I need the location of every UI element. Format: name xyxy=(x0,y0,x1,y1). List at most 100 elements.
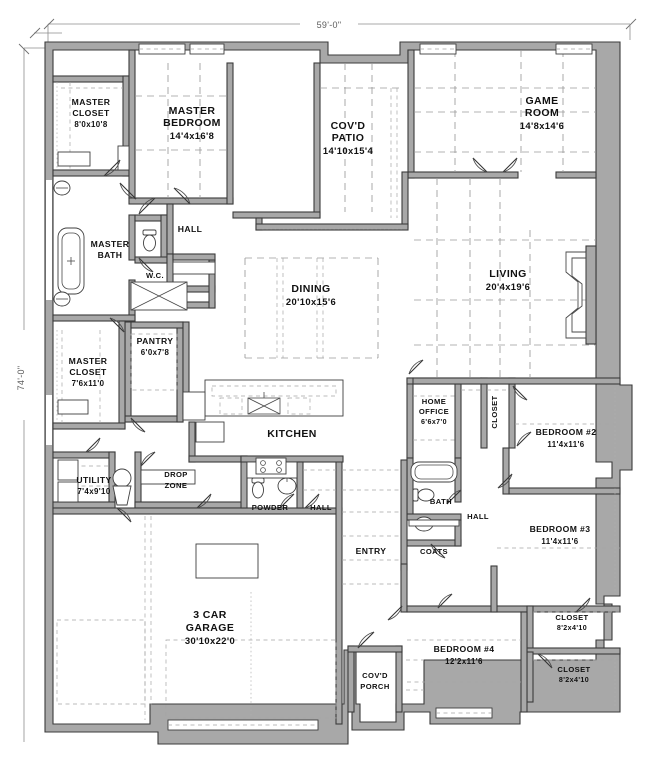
windows xyxy=(56,43,593,731)
label-closet-bed4: CLOSET 8'2x4'10 xyxy=(557,665,590,684)
svg-text:DROP: DROP xyxy=(164,470,188,479)
svg-text:8'0x10'8: 8'0x10'8 xyxy=(74,120,107,129)
svg-text:7'4x9'10: 7'4x9'10 xyxy=(77,487,110,496)
svg-text:14'10x15'4: 14'10x15'4 xyxy=(323,145,374,156)
label-covd-porch: COV'D PORCH xyxy=(360,671,389,691)
dimension-top: 59'-0" xyxy=(43,18,637,48)
label-master-bath: MASTER BATH xyxy=(91,239,130,260)
svg-text:ROOM: ROOM xyxy=(525,107,559,119)
svg-text:ZONE: ZONE xyxy=(165,481,188,490)
toilet-powder xyxy=(251,477,265,499)
window-bedroom-4 xyxy=(435,707,493,719)
svg-text:BEDROOM: BEDROOM xyxy=(163,117,221,129)
label-hall-center: HALL xyxy=(310,503,332,512)
svg-text:14'4x16'8: 14'4x16'8 xyxy=(170,130,215,141)
drop-zone-locker xyxy=(195,421,225,443)
dim-left-label: 74'-0" xyxy=(16,366,26,391)
svg-text:7'6x11'0: 7'6x11'0 xyxy=(72,379,105,388)
svg-text:ENTRY: ENTRY xyxy=(356,546,387,556)
svg-text:20'4x19'6: 20'4x19'6 xyxy=(486,281,531,292)
dim-top-label: 59'-0" xyxy=(317,20,342,30)
label-master-bedroom: MASTER BEDROOM 14'4x16'8 xyxy=(163,105,221,141)
label-closet-bed2: CLOSET xyxy=(490,395,499,428)
label-home-office: HOME OFFICE 6'6x7'0 xyxy=(419,397,449,426)
svg-text:20'10x15'6: 20'10x15'6 xyxy=(286,296,336,307)
label-living: LIVING 20'4x19'6 xyxy=(486,268,531,292)
label-bath: BATH xyxy=(430,497,452,506)
svg-text:MASTER: MASTER xyxy=(69,356,108,366)
drop-zone-bench xyxy=(140,469,196,485)
svg-text:3 CAR: 3 CAR xyxy=(193,609,227,621)
svg-text:BEDROOM #2: BEDROOM #2 xyxy=(536,427,597,437)
svg-text:11'4x11'6: 11'4x11'6 xyxy=(547,440,584,449)
washer xyxy=(57,459,79,481)
room-labels: MASTER CLOSET 8'0x10'8 MASTER BEDROOM 14… xyxy=(69,95,597,691)
interior-walls xyxy=(52,49,621,725)
svg-text:COV'D: COV'D xyxy=(362,671,388,680)
fireplace xyxy=(565,245,597,345)
svg-text:CLOSET: CLOSET xyxy=(72,108,110,118)
label-hall-master: HALL xyxy=(178,224,203,234)
svg-text:UTILITY: UTILITY xyxy=(76,475,111,485)
label-master-closet-lower: MASTER CLOSET 7'6x11'0 xyxy=(69,356,108,388)
svg-text:HALL: HALL xyxy=(310,503,332,512)
label-entry: ENTRY xyxy=(356,546,387,556)
svg-text:POWDER: POWDER xyxy=(252,503,289,512)
label-garage: 3 CAR GARAGE 30'10x22'0 xyxy=(185,609,235,646)
svg-text:LIVING: LIVING xyxy=(489,268,526,280)
label-dining: DINING 20'10x15'6 xyxy=(286,283,336,307)
closet-bench-upper xyxy=(57,151,91,167)
dryer xyxy=(57,481,79,503)
dimension-corner-mark xyxy=(29,27,62,39)
svg-text:MASTER: MASTER xyxy=(91,239,130,249)
svg-text:CLOSET: CLOSET xyxy=(555,613,588,622)
pantry-shelf xyxy=(182,391,206,421)
svg-text:HOME: HOME xyxy=(422,397,446,406)
svg-text:PORCH: PORCH xyxy=(360,682,389,691)
svg-text:8'2x4'10: 8'2x4'10 xyxy=(559,676,589,684)
svg-text:MASTER: MASTER xyxy=(169,105,216,117)
dimension-left: 74'-0" xyxy=(16,43,48,742)
svg-text:COV'D: COV'D xyxy=(331,120,366,132)
svg-text:PANTRY: PANTRY xyxy=(137,336,174,346)
label-bedroom-2: BEDROOM #2 11'4x11'6 xyxy=(536,427,597,449)
label-drop-zone: DROP ZONE xyxy=(164,470,188,490)
label-bedroom-3: BEDROOM #3 11'4x11'6 xyxy=(530,524,591,546)
closet-shelf-upper xyxy=(117,145,130,171)
bathtub-hall xyxy=(410,461,458,483)
garage-step xyxy=(195,543,259,579)
toilet-wc xyxy=(142,229,157,252)
svg-text:CLOSET: CLOSET xyxy=(69,367,107,377)
window-game-room xyxy=(419,43,593,55)
svg-text:30'10x22'0: 30'10x22'0 xyxy=(185,635,235,646)
label-water-closet: W.C. xyxy=(146,271,164,280)
svg-text:GARAGE: GARAGE xyxy=(186,622,235,634)
label-closet-bed3: CLOSET 8'2x4'10 xyxy=(555,613,588,632)
svg-text:BEDROOM #4: BEDROOM #4 xyxy=(434,644,495,654)
cooktop xyxy=(255,457,287,475)
svg-text:KITCHEN: KITCHEN xyxy=(267,428,316,440)
window-garage-rear xyxy=(167,719,319,731)
svg-text:COATS: COATS xyxy=(420,547,448,556)
svg-text:CLOSET: CLOSET xyxy=(557,665,590,674)
svg-text:11'4x11'6: 11'4x11'6 xyxy=(541,537,578,546)
svg-text:BATH: BATH xyxy=(430,497,452,506)
svg-text:BEDROOM #3: BEDROOM #3 xyxy=(530,524,591,534)
linen-cabinet xyxy=(172,261,216,275)
coats-shelf xyxy=(408,519,460,527)
svg-text:14'8x14'6: 14'8x14'6 xyxy=(520,120,565,131)
doors xyxy=(85,157,591,669)
svg-text:HALL: HALL xyxy=(178,224,203,234)
window-master-bedroom xyxy=(138,43,225,55)
svg-text:HALL: HALL xyxy=(467,512,489,521)
svg-text:OFFICE: OFFICE xyxy=(419,407,449,416)
utility-sink xyxy=(112,468,132,488)
svg-text:6'0x7'8: 6'0x7'8 xyxy=(141,348,170,357)
label-coats: COATS xyxy=(420,547,448,556)
toilet-bath xyxy=(412,488,435,502)
label-master-closet-upper: MASTER CLOSET 8'0x10'8 xyxy=(72,97,111,129)
label-pantry: PANTRY 6'0x7'8 xyxy=(137,336,174,357)
label-powder: POWDER xyxy=(252,503,289,512)
